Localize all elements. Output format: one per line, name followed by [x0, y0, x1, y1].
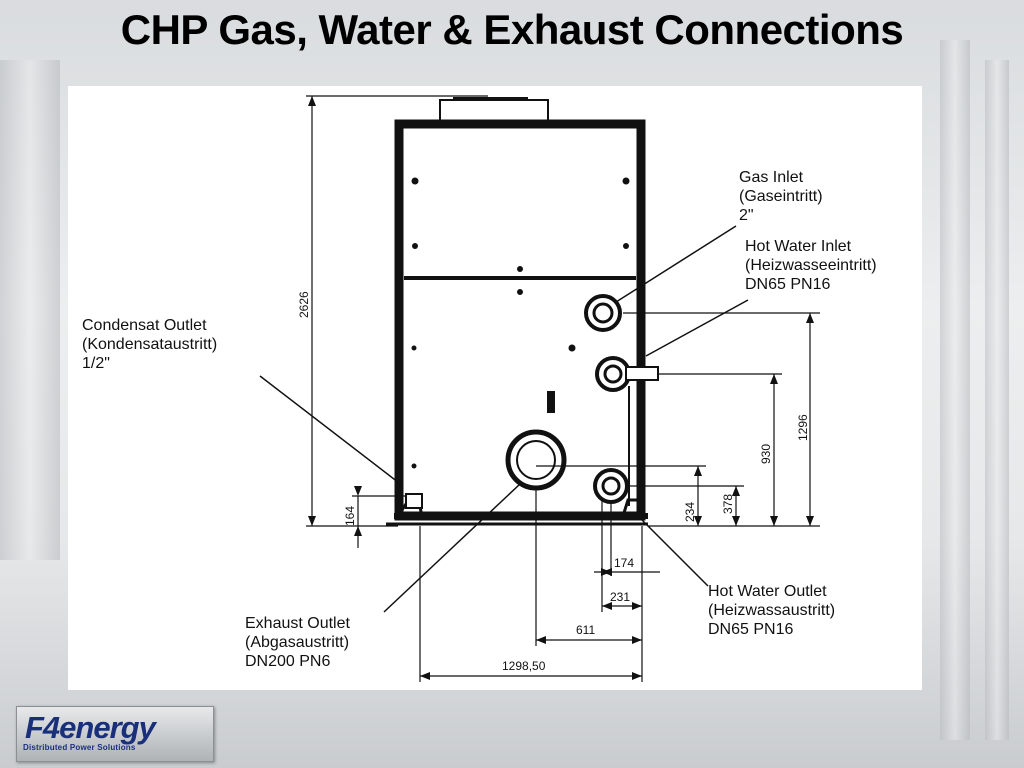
- slide-title: CHP Gas, Water & Exhaust Connections: [120, 6, 904, 53]
- dim-total-height: 2626: [297, 291, 311, 318]
- callout-condensat-outlet: Condensat Outlet (Kondensataustritt) 1/2…: [82, 317, 218, 372]
- background-pipe-right-2: [985, 60, 1009, 740]
- dim-offset-231: 231: [610, 590, 630, 604]
- dim-water-outlet-height: 378: [721, 494, 735, 514]
- dim-gas-height: 1296: [796, 414, 810, 441]
- dim-offset-611: 611: [576, 623, 595, 637]
- logo-name: F4energy: [25, 710, 156, 745]
- callout-exhaust-outlet: Exhaust Outlet (Abgasaustritt) DN200 PN6: [245, 615, 350, 670]
- dim-condensat-height: 164: [343, 506, 357, 526]
- dim-total-width: 1298,50: [502, 659, 546, 673]
- dim-exhaust-height: 234: [683, 502, 697, 522]
- logo-tagline: Distributed Power Solutions: [23, 743, 136, 752]
- callout-hot-water-outlet: Hot Water Outlet (Heizwassaustritt) DN65…: [708, 583, 836, 638]
- callout-gas-inlet: Gas Inlet (Gaseintritt) 2": [739, 169, 823, 224]
- callout-hot-water-inlet: Hot Water Inlet (Heizwasseeintritt) DN65…: [745, 238, 877, 293]
- background-pipe-right: [940, 40, 970, 740]
- company-logo: F4energy Distributed Power Solutions: [16, 706, 214, 762]
- background-pipe-left: [0, 60, 60, 560]
- connection-diagram: 2626 164 1296 930 378 234 174 231 611 12…: [68, 86, 922, 690]
- dim-water-inlet-height: 930: [759, 444, 773, 464]
- technical-drawing: 2626 164 1296 930 378 234 174 231 611 12…: [259, 95, 820, 682]
- dim-offset-174: 174: [614, 556, 634, 570]
